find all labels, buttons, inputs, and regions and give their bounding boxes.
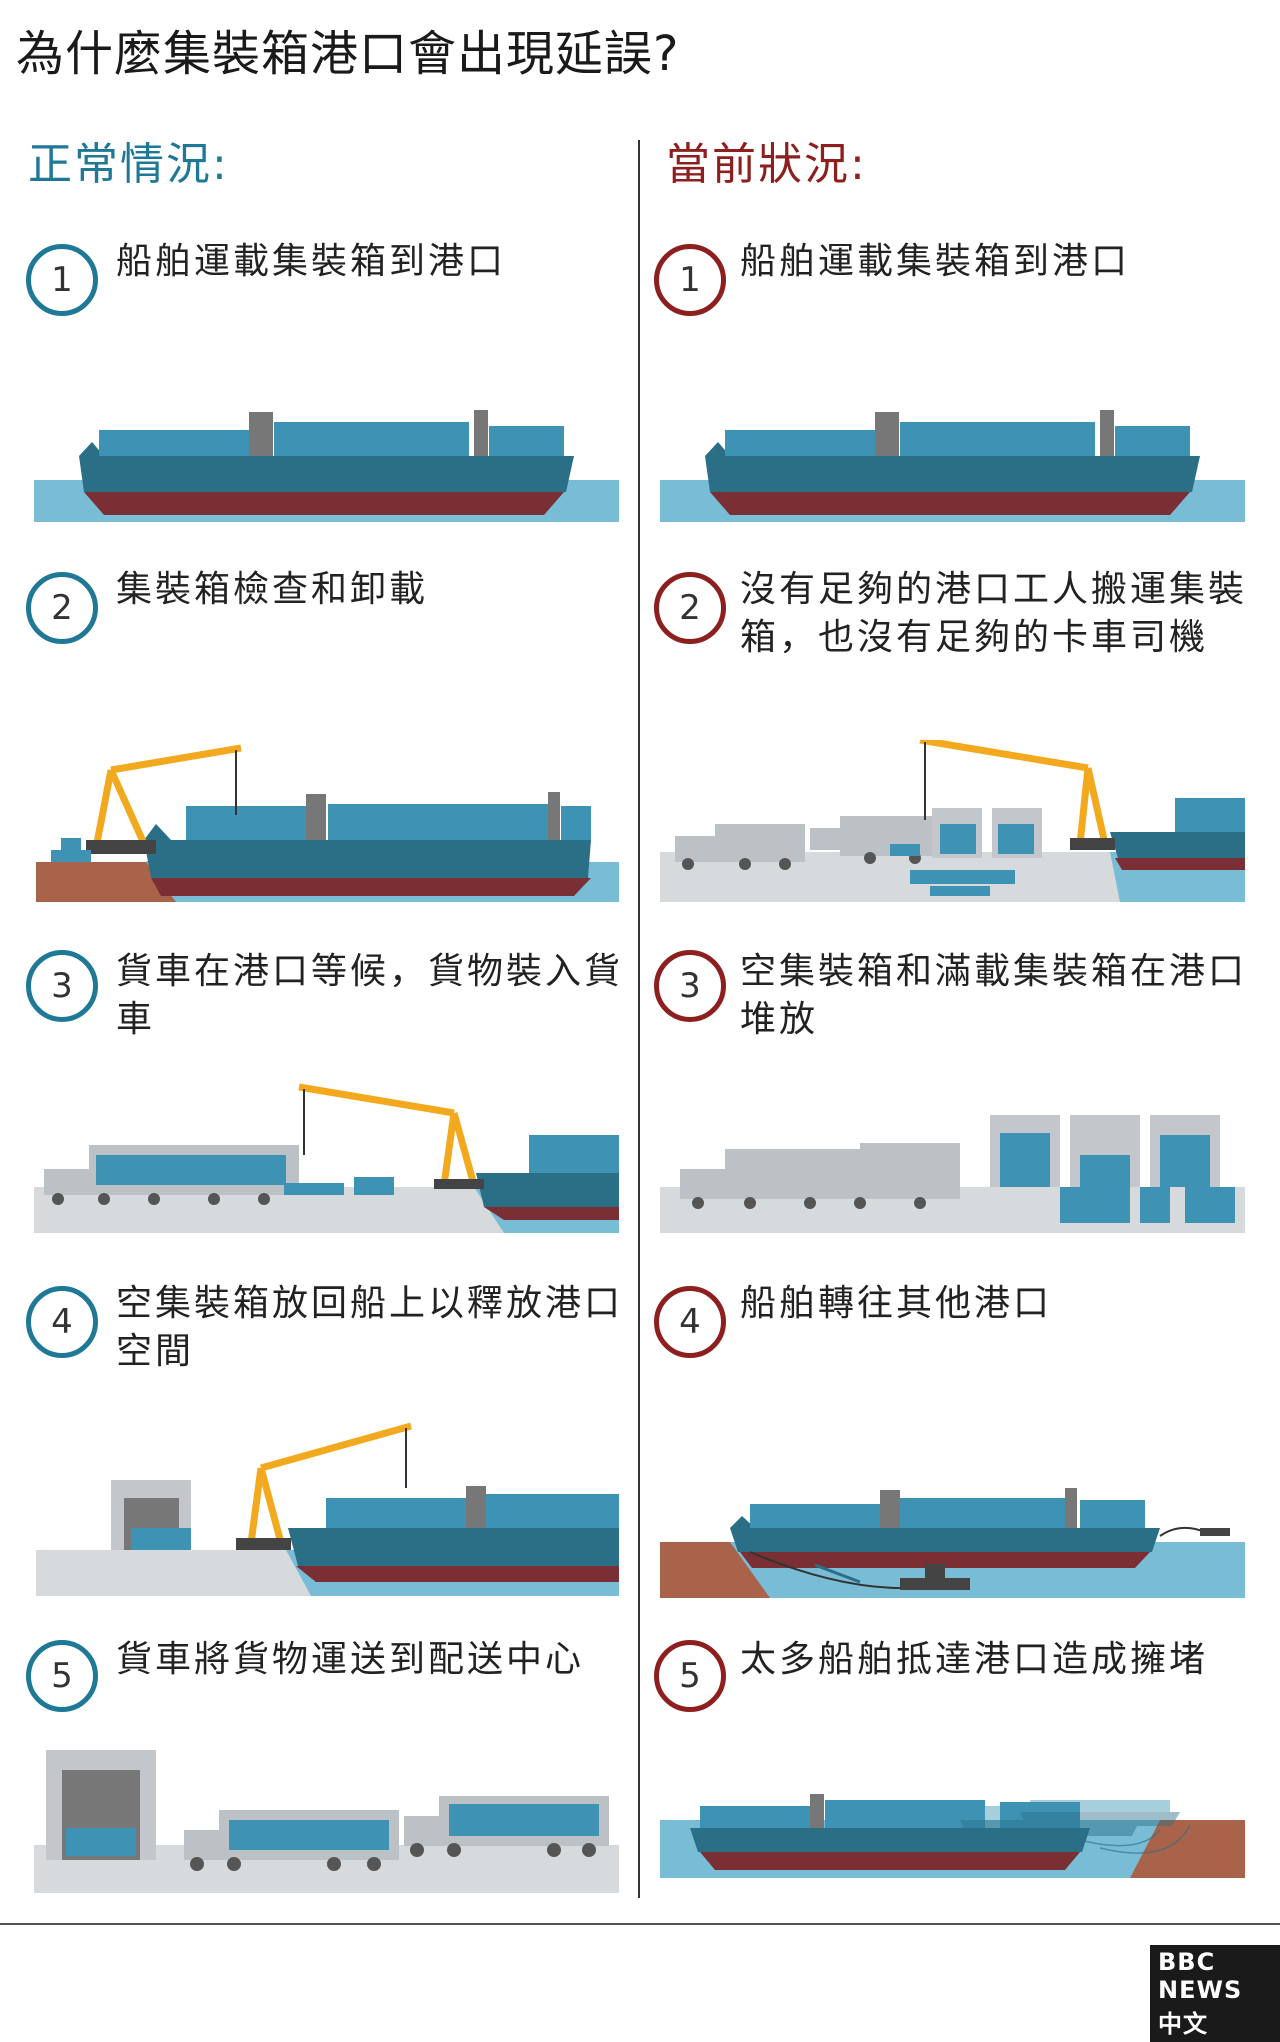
current-step-5-text: 太多船舶抵達港口造成擁堵 [740,1639,1209,1680]
current-step-2-number: 2 [654,572,726,644]
current-step-3-illustration [660,1115,1245,1233]
current-step-3-number: 3 [654,950,726,1022]
current-heading: 當前狀況: [666,139,867,190]
normal-step-2-illustration [36,744,619,902]
normal-step-5-text: 貨車將貨物運送到配送中心 [116,1639,585,1680]
normal-step-4-illustration [36,1422,619,1596]
normal-step-1-illustration [34,410,619,522]
current-step-4-text: 船舶轉往其他港口 [740,1283,1053,1324]
normal-step-4-number: 4 [26,1286,98,1358]
bbc-chinese-logo: BBC NEWS 中文 [1150,1945,1280,2042]
current-step-2-text: 沒有足夠的港口工人搬運集裝箱，也沒有足夠的卡車司機 [740,569,1248,658]
current-step-4-number: 4 [654,1286,726,1358]
normal-step-5-number: 5 [26,1640,98,1712]
normal-step-3-illustration [34,1083,619,1233]
normal-step-3-text: 貨車在港口等候，貨物裝入貨車 [116,951,624,1040]
current-step-3-text: 空集裝箱和滿載集裝箱在港口堆放 [740,951,1248,1040]
normal-step-1-text: 船舶運載集裝箱到港口 [116,241,507,282]
normal-heading: 正常情況: [28,139,229,190]
normal-step-1-number: 1 [26,244,98,316]
current-step-1-number: 1 [654,244,726,316]
current-step-2-illustration [660,740,1245,902]
current-step-5-illustration [660,1794,1245,1878]
normal-step-2-text: 集裝箱檢查和卸載 [116,569,429,610]
page-title: 為什麼集裝箱港口會出現延誤? [16,26,680,82]
normal-step-5-illustration [34,1750,619,1893]
normal-step-2-number: 2 [26,572,98,644]
current-step-1-illustration [660,410,1245,522]
normal-step-4-text: 空集裝箱放回船上以釋放港口空間 [116,1283,624,1372]
normal-step-3-number: 3 [26,950,98,1022]
current-step-4-illustration [660,1488,1245,1598]
column-divider [638,140,640,1898]
current-step-1-text: 船舶運載集裝箱到港口 [740,241,1131,282]
current-step-5-number: 5 [654,1640,726,1712]
footer-divider [0,1923,1280,1925]
